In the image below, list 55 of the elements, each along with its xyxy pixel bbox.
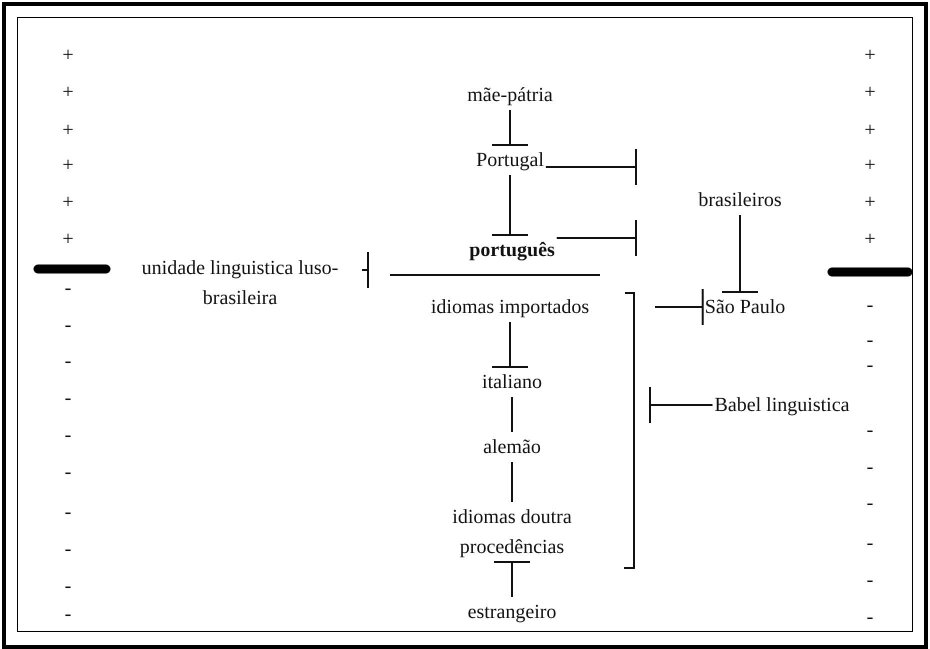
term-text: São Paulo [702, 292, 788, 322]
term-text: idiomas doutra procedências [410, 502, 614, 562]
plus-sign: + [62, 120, 74, 140]
minus-sign: - [866, 355, 874, 375]
minus-sign: - [866, 457, 874, 477]
minus-sign: - [64, 388, 72, 408]
plus-sign: + [864, 192, 876, 212]
plus-sign: + [62, 155, 74, 175]
minus-sign: - [866, 533, 874, 553]
plus-sign: + [62, 192, 74, 212]
perpendicular-connector [649, 386, 712, 424]
term-text: estrangeiro [466, 597, 558, 627]
minus-sign: - [64, 576, 72, 596]
term-text: português [467, 235, 557, 265]
term-text: mãe-pátria [465, 80, 555, 110]
plus-sign: + [62, 229, 74, 249]
term-text: brasileiros [696, 185, 784, 215]
minus-sign: - [866, 330, 874, 350]
minus-sign: - [866, 295, 874, 315]
minus-sign: - [64, 539, 72, 559]
term-text: italiano [480, 367, 544, 397]
minus-sign: - [64, 315, 72, 335]
perpendicular-connector [493, 561, 531, 597]
term-text: unidade linguistica luso-brasileira [118, 253, 362, 313]
minus-sign: - [64, 278, 72, 298]
term-text: Portugal [474, 145, 546, 175]
plus-sign: + [864, 82, 876, 102]
minus-sign: - [64, 351, 72, 371]
perpendicular-connector [655, 288, 704, 326]
perpendicular-connector [546, 148, 637, 186]
minus-sign: - [64, 604, 72, 624]
minus-sign: - [866, 493, 874, 513]
plus-sign: + [864, 120, 876, 140]
connector-line [511, 397, 513, 432]
connector-line [511, 462, 513, 502]
perpendicular-connector [721, 215, 759, 293]
perpendicular-connector [362, 251, 369, 289]
minus-sign: - [866, 420, 874, 440]
minus-sign: - [866, 570, 874, 590]
plus-sign: + [62, 82, 74, 102]
plus-sign: + [864, 155, 876, 175]
perpendicular-connector [491, 322, 529, 368]
perpendicular-connector [556, 219, 637, 257]
term-text: idiomas importados [428, 292, 592, 322]
plus-sign: + [864, 45, 876, 65]
term-text: Babel linguistica [712, 390, 852, 420]
perpendicular-connector [491, 110, 529, 146]
minus-sign: - [64, 502, 72, 522]
plus-sign: + [62, 45, 74, 65]
minus-sign: - [866, 607, 874, 627]
term-text: alemão [481, 432, 543, 462]
minus-sign: - [64, 425, 72, 445]
minus-sign: - [64, 462, 72, 482]
plus-sign: + [864, 229, 876, 249]
perpendicular-connector [491, 175, 529, 236]
